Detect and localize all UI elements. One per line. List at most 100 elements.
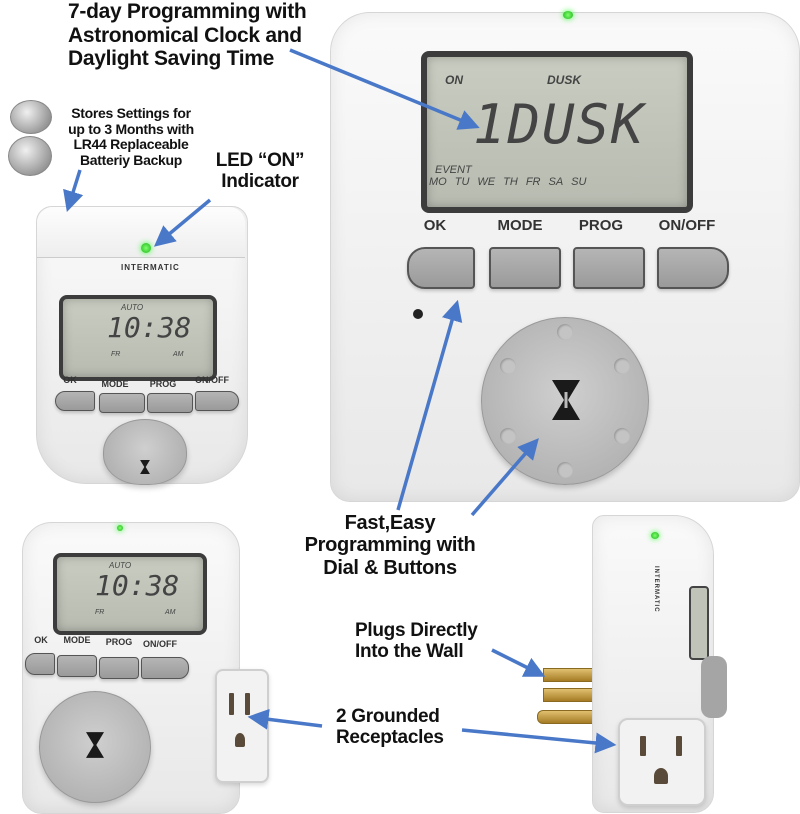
led-indicator: [563, 11, 573, 19]
main-timer-device: ON DUSK 1DUSK EVENT MO TU WE TH FR SA SU…: [330, 11, 800, 502]
battery-icon: [10, 100, 52, 134]
callout-line: Receptacles: [336, 727, 444, 749]
dial-dimple: [614, 428, 630, 444]
callout-line: Batteriy Backup: [79, 152, 183, 169]
mode-button[interactable]: [57, 655, 97, 677]
callout-line: Into the Wall: [355, 641, 464, 663]
callout-plug: Plugs Directly Into the Wall: [355, 620, 500, 663]
bottom-left-lcd: AUTO 10:38 FR AM: [53, 553, 207, 635]
intermatic-logo-icon: [552, 380, 580, 420]
mode-button-label: MODE: [101, 379, 129, 389]
ok-button-label: OK: [34, 635, 48, 645]
callout-receptacles: 2 Grounded Receptacles: [336, 706, 456, 749]
onoff-button[interactable]: [141, 657, 189, 679]
lcd-day: TU: [454, 176, 470, 188]
dial-dimple: [500, 428, 516, 444]
programming-dial[interactable]: [481, 317, 649, 485]
onoff-button[interactable]: [195, 391, 239, 411]
lcd-day: FR: [525, 176, 541, 188]
callout-line: up to 3 Months with: [68, 120, 194, 137]
arrow-icon: [461, 728, 617, 754]
brand-logo: INTERMATIC: [653, 566, 659, 613]
ok-button-label: OK: [423, 217, 447, 234]
lcd-mode: AUTO: [121, 303, 144, 312]
main-lcd: ON DUSK 1DUSK EVENT MO TU WE TH FR SA SU: [421, 51, 693, 213]
callout-line: 2 Grounded: [336, 706, 440, 727]
side-lcd-edge: [689, 586, 709, 660]
mode-button-label: MODE: [63, 635, 91, 645]
bottom-receptacle: [618, 718, 706, 806]
lcd-time: 10:38: [95, 569, 180, 602]
mode-button[interactable]: [489, 247, 561, 289]
outlet-ground: [235, 733, 245, 747]
dial-dimple: [614, 358, 630, 374]
plug-prong: [543, 668, 595, 682]
prog-button-label: PROG: [578, 217, 624, 234]
lcd-day: WE: [477, 176, 496, 188]
top-left-lcd: AUTO 10:38 FR AM: [59, 295, 217, 381]
prog-button[interactable]: [99, 657, 139, 679]
lcd-main-text: 1DUSK: [473, 93, 646, 156]
lcd-ampm: AM: [173, 351, 184, 358]
onoff-button-label: ON/OFF: [195, 375, 229, 385]
callout-line: Stores Settings for: [71, 105, 191, 121]
callout-line: LR44 Replaceable: [73, 136, 189, 153]
ok-button[interactable]: [55, 391, 95, 411]
callout-line: Astronomical Clock and: [68, 23, 302, 47]
mode-button[interactable]: [99, 393, 145, 413]
lcd-day: FR: [111, 351, 121, 358]
outlet-slot: [245, 693, 250, 715]
prog-button[interactable]: [573, 247, 645, 289]
plug-ground-prong: [537, 710, 595, 724]
lcd-time: 10:38: [107, 311, 192, 344]
plug-prong: [543, 688, 595, 702]
led-indicator: [117, 525, 123, 531]
lcd-dusk-label: DUSK: [547, 73, 582, 87]
led-indicator: [651, 532, 659, 539]
programming-dial[interactable]: [39, 691, 151, 803]
prog-button-label: PROG: [105, 637, 133, 647]
callout-line: Indicator: [221, 171, 299, 193]
ok-button-label: OK: [63, 375, 77, 385]
lcd-event-label: EVENT: [435, 164, 472, 176]
callout-line: Dial & Buttons: [323, 556, 457, 579]
side-dial-edge: [701, 656, 727, 718]
lcd-mode: AUTO: [109, 561, 132, 570]
onoff-button-label: ON/OFF: [143, 639, 177, 649]
lcd-day: FR: [95, 609, 105, 616]
top-left-timer-device: INTERMATIC AUTO 10:38 FR AM OK MODE PROG…: [36, 206, 248, 485]
lcd-day: MO: [429, 176, 447, 188]
mode-button-label: MODE: [497, 217, 543, 234]
callout-line: Daylight Saving Time: [68, 47, 274, 71]
led-indicator: [141, 243, 151, 253]
callout-dial: Fast,Easy Programming with Dial & Button…: [285, 512, 495, 579]
lcd-ampm: AM: [165, 609, 176, 616]
brand-logo: INTERMATIC: [121, 263, 180, 272]
dial-dimple: [500, 358, 516, 374]
callout-line: Plugs Directly: [355, 620, 478, 641]
battery-icon: [8, 136, 52, 176]
ok-button[interactable]: [25, 653, 55, 675]
outlet-ground: [654, 768, 668, 784]
bottom-left-timer-device: AUTO 10:38 FR AM OK MODE PROG ON/OFF: [22, 522, 269, 814]
lcd-day: SU: [571, 176, 587, 188]
callout-programming: 7-day Programming with Astronomical Cloc…: [68, 0, 328, 71]
dial-dimple: [557, 462, 573, 478]
onoff-button[interactable]: [657, 247, 729, 289]
programming-dial[interactable]: [103, 419, 187, 485]
onoff-button-label: ON/OFF: [658, 217, 716, 234]
lcd-day: SA: [548, 176, 564, 188]
callout-battery: Stores Settings for up to 3 Months with …: [56, 105, 206, 169]
callout-line: Programming with: [304, 534, 476, 557]
ok-button[interactable]: [407, 247, 475, 289]
battery-reset-hole: [413, 309, 423, 319]
callout-line: 7-day Programming with: [68, 0, 307, 23]
lcd-days: MO TU WE TH FR SA SU: [429, 176, 586, 188]
arrow-icon: [63, 169, 84, 213]
prog-button-label: PROG: [149, 379, 177, 389]
lcd-day: TH: [503, 176, 518, 188]
prog-button[interactable]: [147, 393, 193, 413]
dial-dimple: [557, 324, 573, 340]
intermatic-logo-icon: [140, 460, 150, 474]
outlet-slot: [676, 736, 682, 756]
